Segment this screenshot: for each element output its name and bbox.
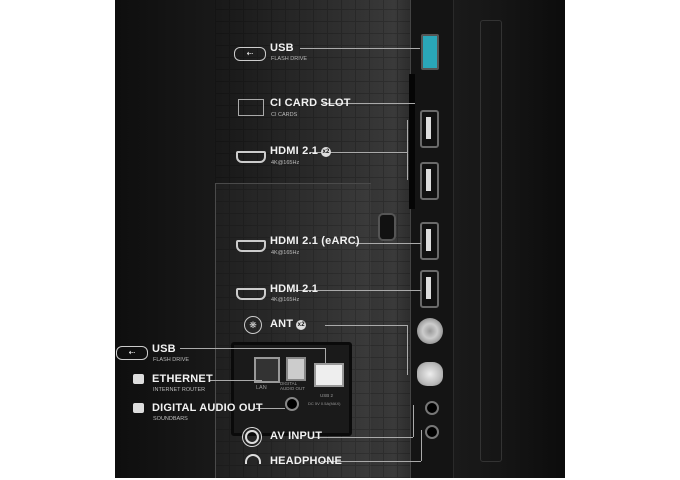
av-input-title: AV INPUT [270,430,323,442]
digital-audio-subtitle: SOUNDBARS [153,416,188,422]
bottom-port-box: LAN DIGITAL AUDIO OUT USB 2 DC 5V 0.5A(M… [231,342,352,436]
hdmi-port-4 [420,270,439,308]
leader-ant [325,325,407,326]
usb-bottom-title: USB [152,343,176,355]
ethernet-title: ETHERNET [152,373,213,385]
leader-usb-bottom-v [325,348,326,363]
antenna-icon: ❋ [244,316,262,334]
ant-title-text: ANT [270,318,294,330]
usb2-power-label: DC 5V 0.5A(MAX) [308,401,341,406]
ethernet-icon [133,374,144,384]
leader-ant-bracket [407,325,408,375]
leader-hdmi-pair [310,152,407,153]
screw [378,213,396,241]
ant-port-1 [417,318,443,344]
leader-hdmi-bracket [407,120,408,180]
hdmi-port-3 [420,222,439,260]
leader-av-v [413,405,414,437]
leader-hdmi [295,290,421,291]
count-badge: x2 [296,320,307,330]
hdmi-earc-title: HDMI 2.1 (eARC) [270,235,360,247]
ant-port-2 [417,362,443,386]
headphone-jack [425,425,439,439]
leader-usb-top [300,48,420,49]
hdmi-icon [236,288,266,300]
card-slot-icon [238,99,264,116]
headphone-title: HEADPHONE [270,455,343,467]
hdmi-port-1 [420,110,439,148]
usb-top-title: USB [270,42,294,54]
optical-port [286,357,306,381]
ci-slot-title: CI CARD SLOT [270,97,351,109]
tv-rear-panel: LAN DIGITAL AUDIO OUT USB 2 DC 5V 0.5A(M… [115,0,565,478]
optical-icon [133,403,144,413]
usb-bottom-subtitle: FLASH DRIVE [153,357,190,363]
port-label-strip [480,20,502,462]
ci-slot-subtitle: CI CARDS [271,112,298,118]
hdmi-subtitle: 4K@165Hz [271,297,300,303]
digital-audio-title: DIGITAL AUDIO OUT [152,402,263,414]
leader-ci [323,103,415,104]
av-icon [245,430,259,444]
hdmi-title: HDMI 2.1 [270,283,319,295]
usb-port-bottom [314,363,344,387]
audio-jack [285,397,299,411]
leader-ethernet [210,380,262,381]
leader-av [313,437,413,438]
ethernet-subtitle: INTERNET ROUTER [153,387,206,393]
usb-icon: ⇠ [116,346,148,360]
leader-headphone [321,461,421,462]
recessed-panel [215,183,371,478]
optical-label: DIGITAL AUDIO OUT [280,381,306,391]
usb2-label: USB 2 [320,393,334,398]
lan-port [254,357,280,383]
lan-label: LAN [256,385,267,391]
hdmi-icon [236,240,266,252]
leader-hdmi-earc [355,243,421,244]
hdmi-port-2 [420,162,439,200]
leader-headphone-v [421,430,422,461]
count-badge: x2 [321,147,332,157]
usb-icon: ⇠ [234,47,266,61]
hdmi-pair-subtitle: 4K@165Hz [271,160,300,166]
leader-digital-audio [255,408,285,409]
leader-usb-bottom [180,348,325,349]
usb-top-subtitle: FLASH DRIVE [271,56,308,62]
usb-port-side [421,34,439,70]
headphone-icon [245,454,261,464]
hdmi-pair-title-text: HDMI 2.1 [270,145,319,157]
av-jack [425,401,439,415]
ci-slot [409,74,415,209]
hdmi-earc-subtitle: 4K@165Hz [271,250,300,256]
hdmi-icon [236,151,266,163]
